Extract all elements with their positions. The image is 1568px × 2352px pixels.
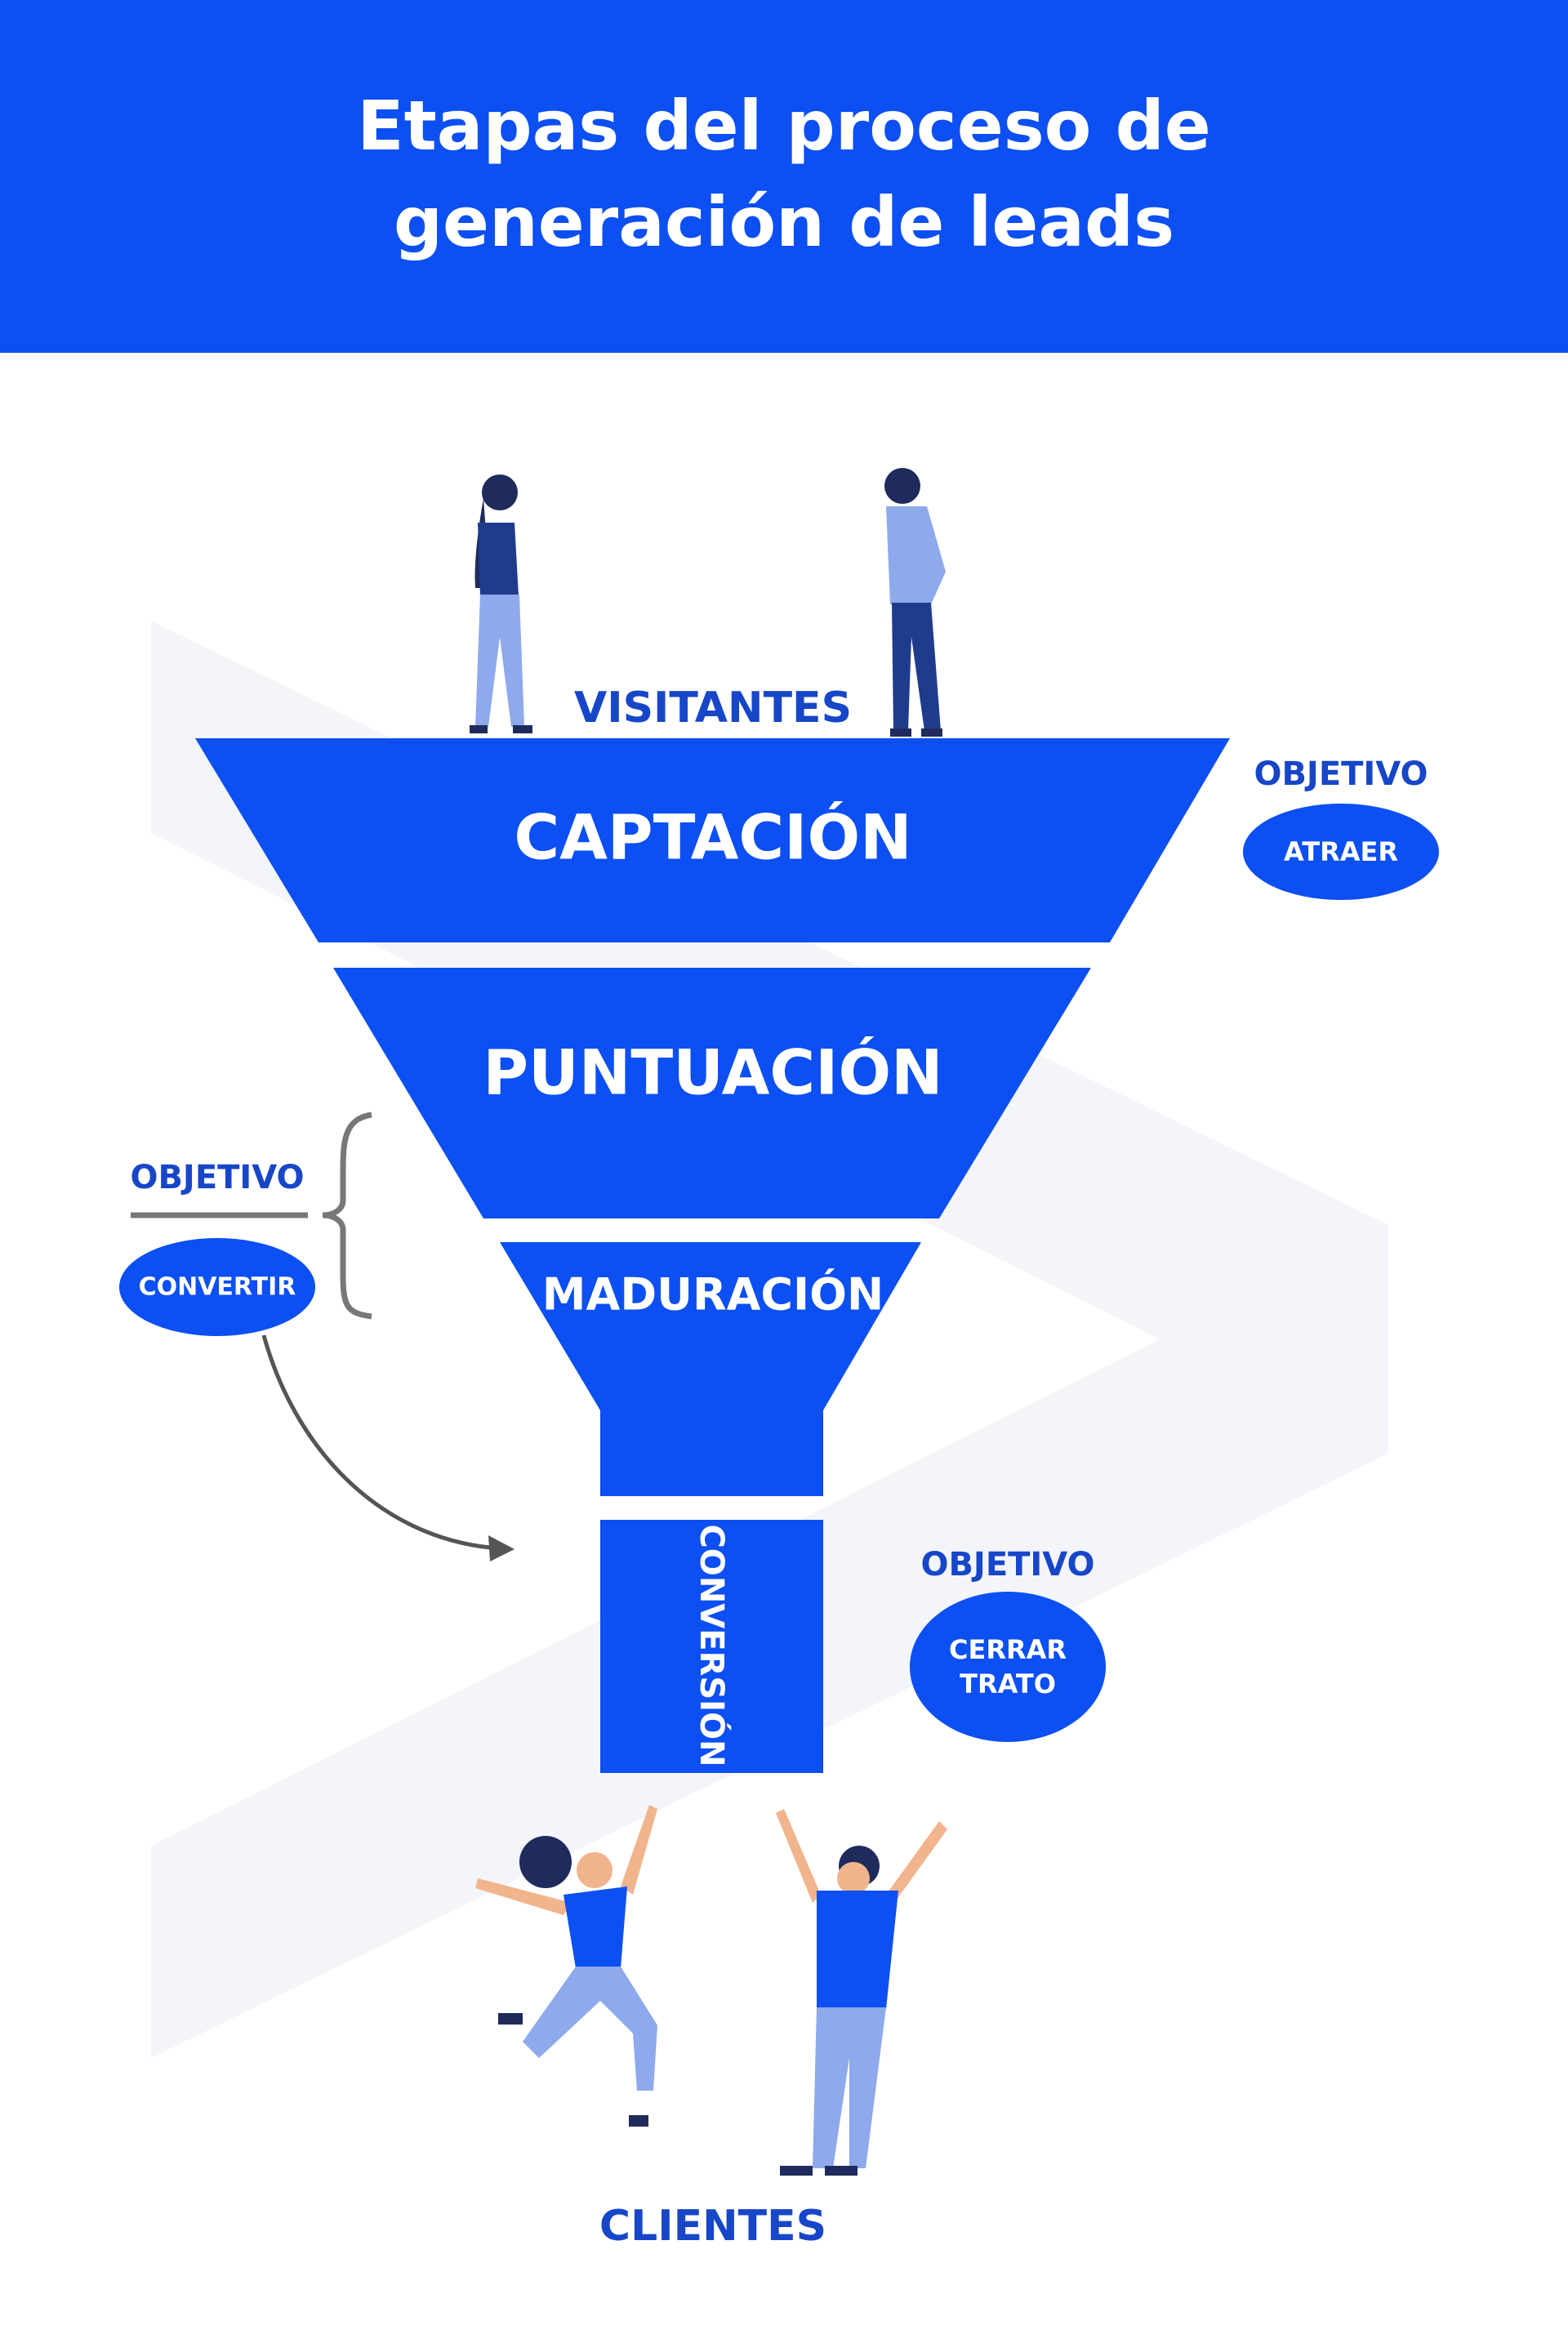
objective-goal-convertir: CONVERTIR [138,1272,296,1302]
objective-heading-convertir: OBJETIVO [130,1159,305,1196]
funnel-bottom-label: CLIENTES [599,2202,827,2251]
woman-thinking-icon [470,474,532,733]
header-banner: Etapas del proceso de generación de lead… [0,0,1568,353]
funnel-top-label: VISITANTES [573,684,853,733]
objective-heading-cerrar: OBJETIVO [920,1546,1095,1584]
objective-goal-atraer: ATRAER [1283,836,1399,867]
objective-heading-atraer: OBJETIVO [1254,755,1428,793]
stage-puntuacion-shape [333,968,1091,1218]
page-title: Etapas del proceso de generación de lead… [357,86,1211,262]
man-thinking-icon [884,468,946,737]
objective-ellipse-atraer [1243,804,1439,900]
stage-maduracion-shape [500,1242,921,1496]
stage-maduracion-label: MADURACIÓN [541,1268,884,1321]
arrow-head-icon [488,1535,514,1561]
man-celebrating-icon [776,1809,947,2176]
stage-conversion-label: CONVERSIÓN [693,1524,730,1767]
objective-ellipse-cerrar [910,1592,1106,1742]
objective-ellipse-convertir [119,1238,315,1336]
objective-goal-cerrar: CERRAR TRATO [948,1634,1067,1699]
stage-captacion-label: CAPTACIÓN [514,800,912,874]
brace-icon [322,1111,372,1320]
stage-conversion-shape [600,1520,823,1773]
woman-celebrating-icon [475,1805,657,2127]
stage-puntuacion-label: PUNTUACIÓN [483,1036,943,1109]
stage-captacion-shape [195,738,1230,942]
curved-arrow-icon [261,1334,491,1550]
